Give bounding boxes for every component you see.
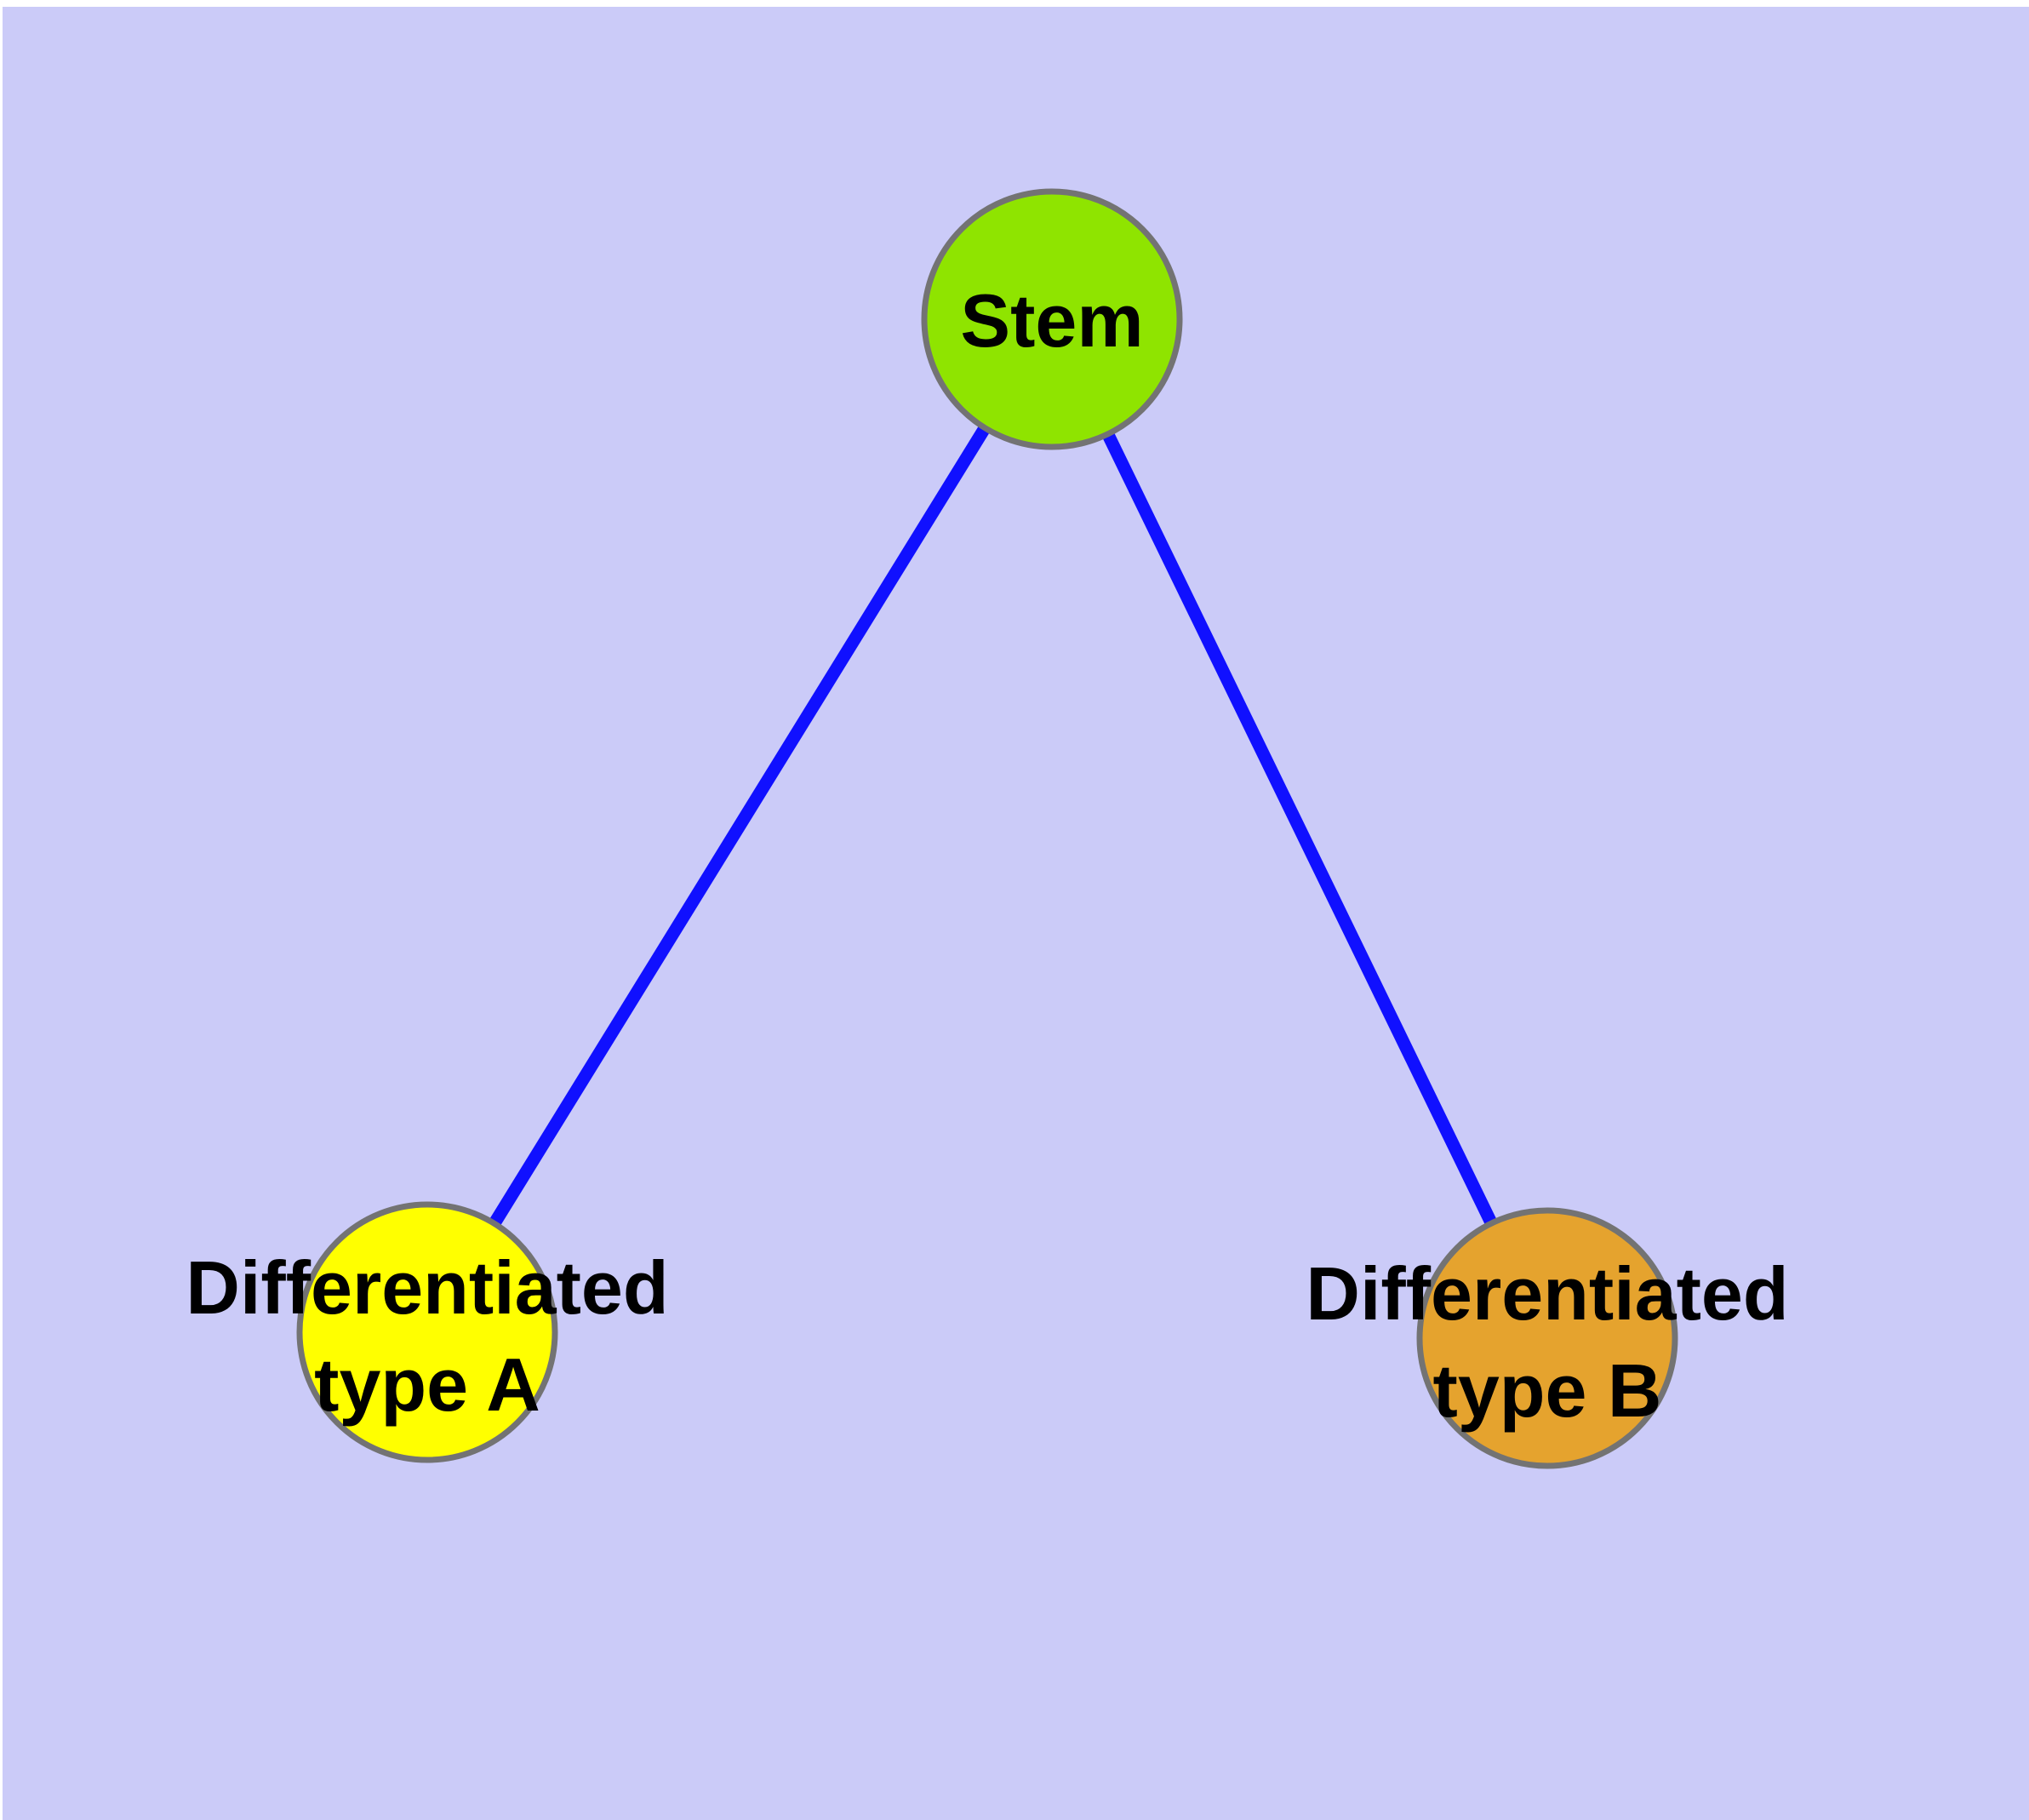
node-type-a[interactable] bbox=[296, 1201, 558, 1463]
node-type-b-label-line1: Differentiated bbox=[1306, 1251, 1788, 1336]
node-type-b-label-line2: type B bbox=[1433, 1348, 1662, 1433]
node-type-a-label-line2: type A bbox=[314, 1342, 540, 1427]
node-type-b[interactable] bbox=[1416, 1207, 1678, 1469]
node-stem-circle[interactable] bbox=[921, 188, 1183, 450]
edge-stem-to-type-a bbox=[421, 316, 1058, 1336]
edge-stem-to-type-b bbox=[1046, 316, 1553, 1342]
node-type-a-circle[interactable] bbox=[296, 1201, 558, 1463]
node-stem[interactable] bbox=[921, 188, 1183, 450]
node-type-b-circle[interactable] bbox=[1416, 1207, 1678, 1469]
node-type-a-label-line1: Differentiated bbox=[186, 1245, 668, 1330]
node-stem-label: Stem bbox=[960, 278, 1143, 363]
